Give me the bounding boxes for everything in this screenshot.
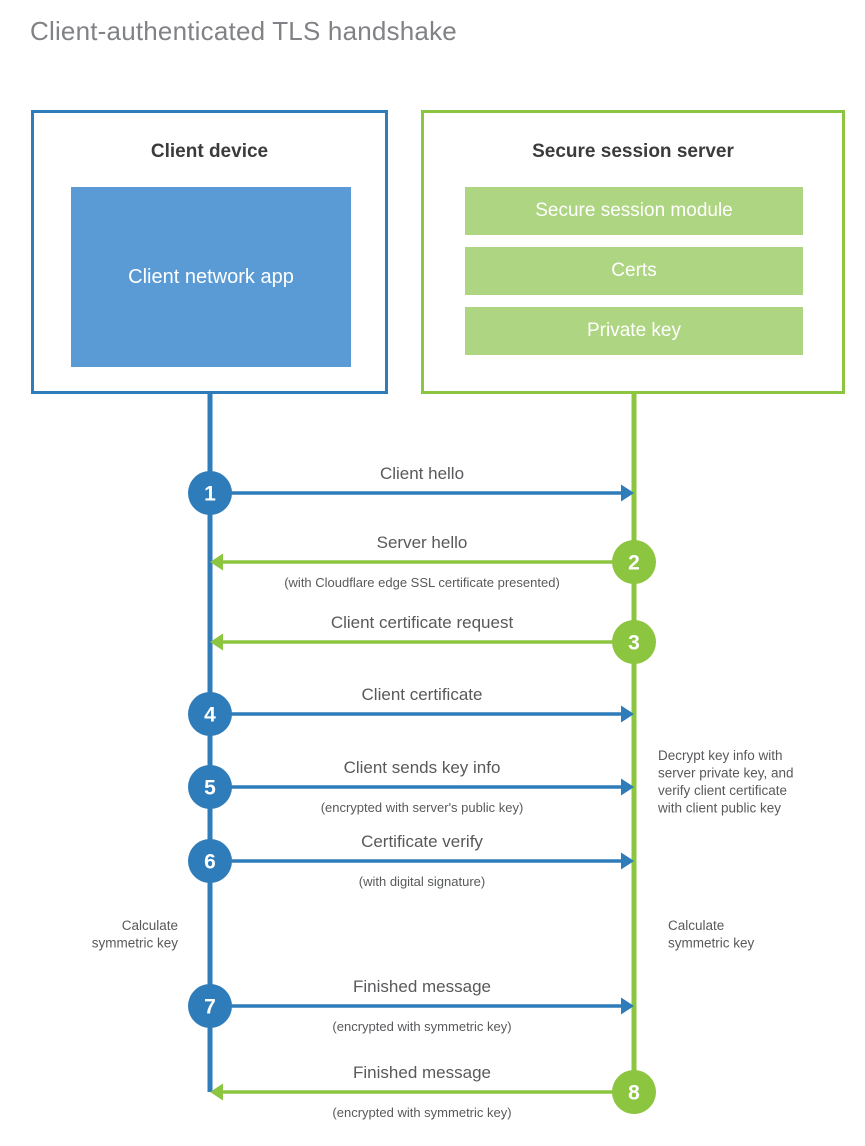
- side-note-line: with client public key: [657, 801, 781, 816]
- side-note-line: Calculate: [668, 918, 724, 933]
- side-note-line: Calculate: [122, 918, 178, 933]
- message-label: Finished message: [353, 1063, 491, 1082]
- step-badges-layer: 1 2 3 4 5 6 7 8: [188, 471, 656, 1114]
- server-module-list: Secure session module Certs Private key: [465, 187, 803, 367]
- message-label: Client certificate request: [331, 613, 514, 632]
- message-label: Finished message: [353, 977, 491, 996]
- side-note-line: Decrypt key info with: [658, 748, 783, 763]
- message-arrow-head: [210, 553, 223, 571]
- message-label: Client hello: [380, 464, 464, 483]
- page-title: Client-authenticated TLS handshake: [30, 16, 457, 46]
- message-sublabel: (encrypted with symmetric key): [332, 1105, 511, 1120]
- note-client-calculate: Calculate symmetric key: [92, 918, 179, 951]
- message-sublabel: (with Cloudflare edge SSL certificate pr…: [284, 575, 560, 590]
- message-sublabel: (with digital signature): [359, 874, 485, 889]
- step-badge-number: 4: [204, 704, 216, 727]
- message-label: Client certificate: [362, 685, 483, 704]
- side-note-line: symmetric key: [668, 936, 755, 951]
- server-module-item: Secure session module: [465, 187, 803, 235]
- side-note-line: verify client certificate: [658, 783, 787, 798]
- message-arrow-head: [621, 484, 634, 502]
- message-arrow-head: [621, 705, 634, 723]
- side-note-line: symmetric key: [92, 936, 179, 951]
- server-module-item: Certs: [465, 247, 803, 295]
- secure-session-server-box: Secure session server Secure session mod…: [421, 110, 845, 394]
- note-server-calculate: Calculate symmetric key: [668, 918, 755, 951]
- message-arrow-head: [621, 997, 634, 1015]
- client-network-app-box: Client network app: [71, 187, 351, 367]
- message-arrow-head: [621, 778, 634, 796]
- message-arrow-head: [621, 852, 634, 870]
- side-notes-layer: Decrypt key info with server private key,…: [92, 748, 794, 951]
- client-device-title: Client device: [150, 141, 269, 162]
- message-label: Server hello: [377, 533, 468, 552]
- step-badge-number: 3: [628, 632, 640, 655]
- note-server-decrypt: Decrypt key info with server private key,…: [657, 748, 794, 816]
- step-badge-number: 8: [628, 1082, 640, 1105]
- message-arrow-head: [210, 633, 223, 651]
- step-badge-number: 1: [204, 483, 216, 506]
- step-badge-number: 2: [628, 552, 640, 575]
- message-sublabel: (encrypted with symmetric key): [332, 1019, 511, 1034]
- message-arrow-head: [210, 1083, 223, 1101]
- step-badge-number: 6: [204, 851, 216, 874]
- side-note-line: server private key, and: [658, 766, 794, 781]
- step-badge-number: 5: [204, 777, 216, 800]
- client-device-box: Client device Client network app: [31, 110, 388, 394]
- step-badge-number: 7: [204, 996, 216, 1019]
- message-label: Certificate verify: [361, 832, 483, 851]
- server-module-item: Private key: [465, 307, 803, 355]
- message-label: Client sends key info: [344, 758, 501, 777]
- secure-session-server-title: Secure session server: [532, 141, 734, 162]
- message-sublabel: (encrypted with server's public key): [321, 800, 524, 815]
